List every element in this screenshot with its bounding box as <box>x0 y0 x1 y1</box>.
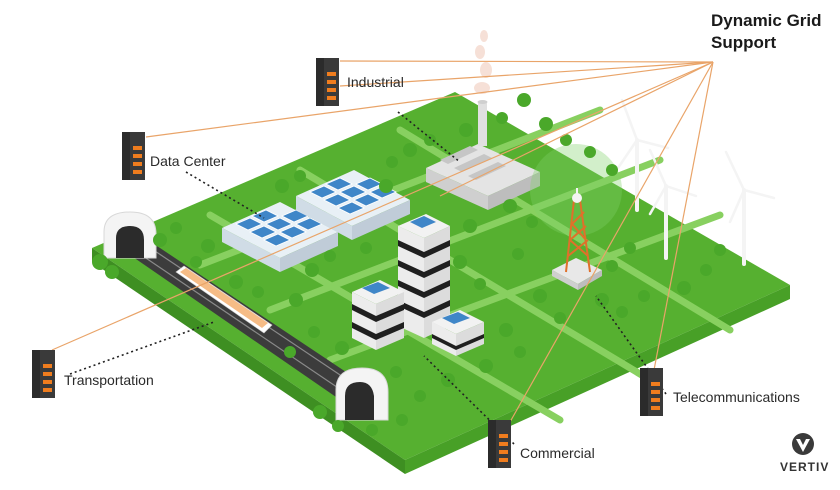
diagram-title: Dynamic Grid Support <box>711 10 822 54</box>
vertiv-logo-text: VERTIV <box>780 460 830 474</box>
office-small <box>432 310 484 356</box>
wind-turbine-3 <box>724 150 776 266</box>
title-line-2: Support <box>711 33 777 52</box>
label-data-center: Data Center <box>150 153 226 169</box>
label-commercial: Commercial <box>520 445 595 461</box>
trees <box>92 93 726 436</box>
grid-paths <box>196 106 734 424</box>
office-mid <box>352 280 404 350</box>
label-transportation: Transportation <box>64 372 154 388</box>
battery-icon-data-center <box>122 132 145 180</box>
battery-icon-commercial <box>488 420 511 468</box>
battery-icon-transportation <box>32 350 55 398</box>
vertiv-logo-icon <box>792 433 814 455</box>
telecom-tower <box>530 144 622 290</box>
wind-turbine-1 <box>616 98 670 212</box>
connector-lines <box>51 60 714 423</box>
data-center-building-1 <box>222 202 338 272</box>
factory <box>426 100 540 210</box>
office-tower <box>398 214 450 338</box>
train <box>175 265 273 334</box>
battery-icon-telecommunications <box>640 368 663 416</box>
label-telecommunications: Telecommunications <box>673 389 800 405</box>
title-line-1: Dynamic Grid <box>711 11 822 30</box>
factory-smoke <box>474 30 492 94</box>
battery-icon-industrial <box>316 58 339 106</box>
label-industrial: Industrial <box>347 74 404 90</box>
tunnel-left <box>103 211 157 259</box>
data-center-building-2 <box>296 170 410 240</box>
tunnel-right <box>335 367 389 421</box>
wind-turbine-2 <box>648 148 698 260</box>
